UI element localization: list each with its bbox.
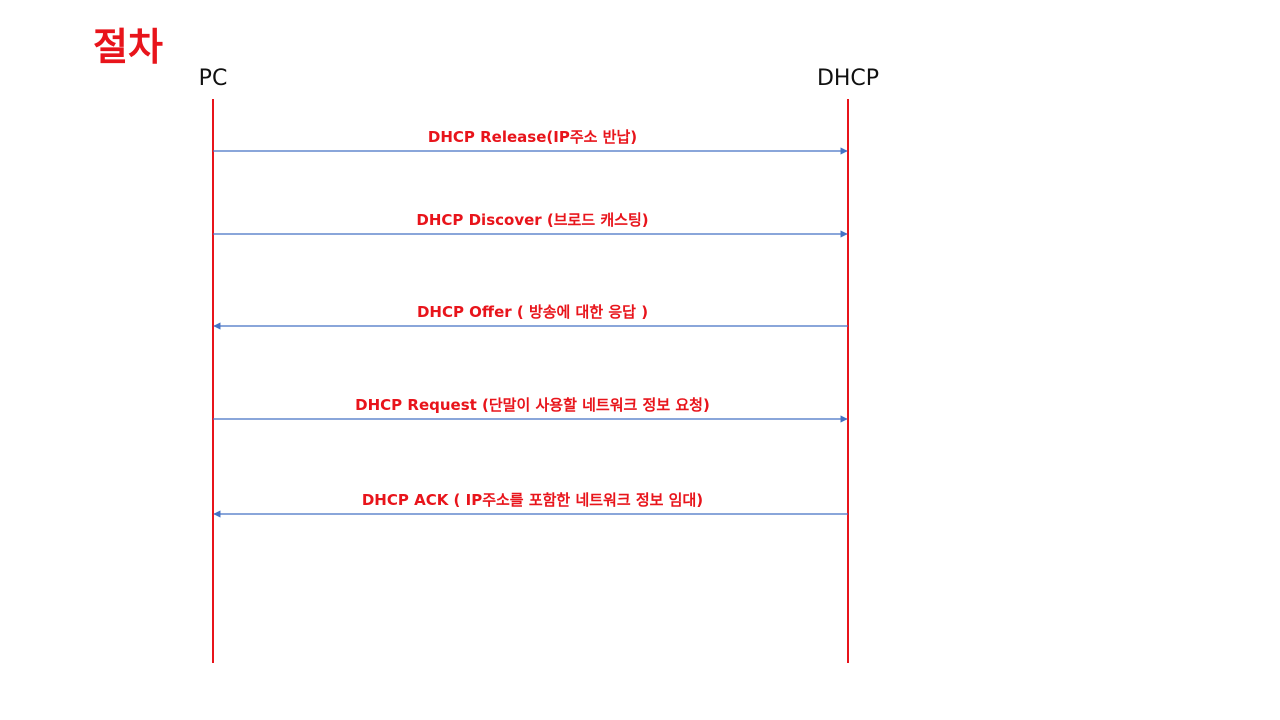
message-label-release: DHCP Release(IP주소 반납)	[427, 128, 638, 146]
message-label-request: DHCP Request (단말이 사용할 네트워크 정보 요청)	[355, 396, 710, 414]
message-label-offer: DHCP Offer ( 방송에 대한 응답 )	[416, 303, 649, 321]
participant-pc-label: PC	[198, 66, 228, 91]
dhcp-lifeline	[847, 99, 849, 663]
participant-dhcp-label: DHCP	[816, 66, 880, 91]
slide-title: 절차	[93, 25, 163, 69]
message-label-ack: DHCP ACK ( IP주소를 포함한 네트워크 정보 임대)	[361, 491, 704, 509]
message-label-discover: DHCP Discover (브로드 캐스팅)	[416, 211, 649, 229]
pc-lifeline	[212, 99, 214, 663]
